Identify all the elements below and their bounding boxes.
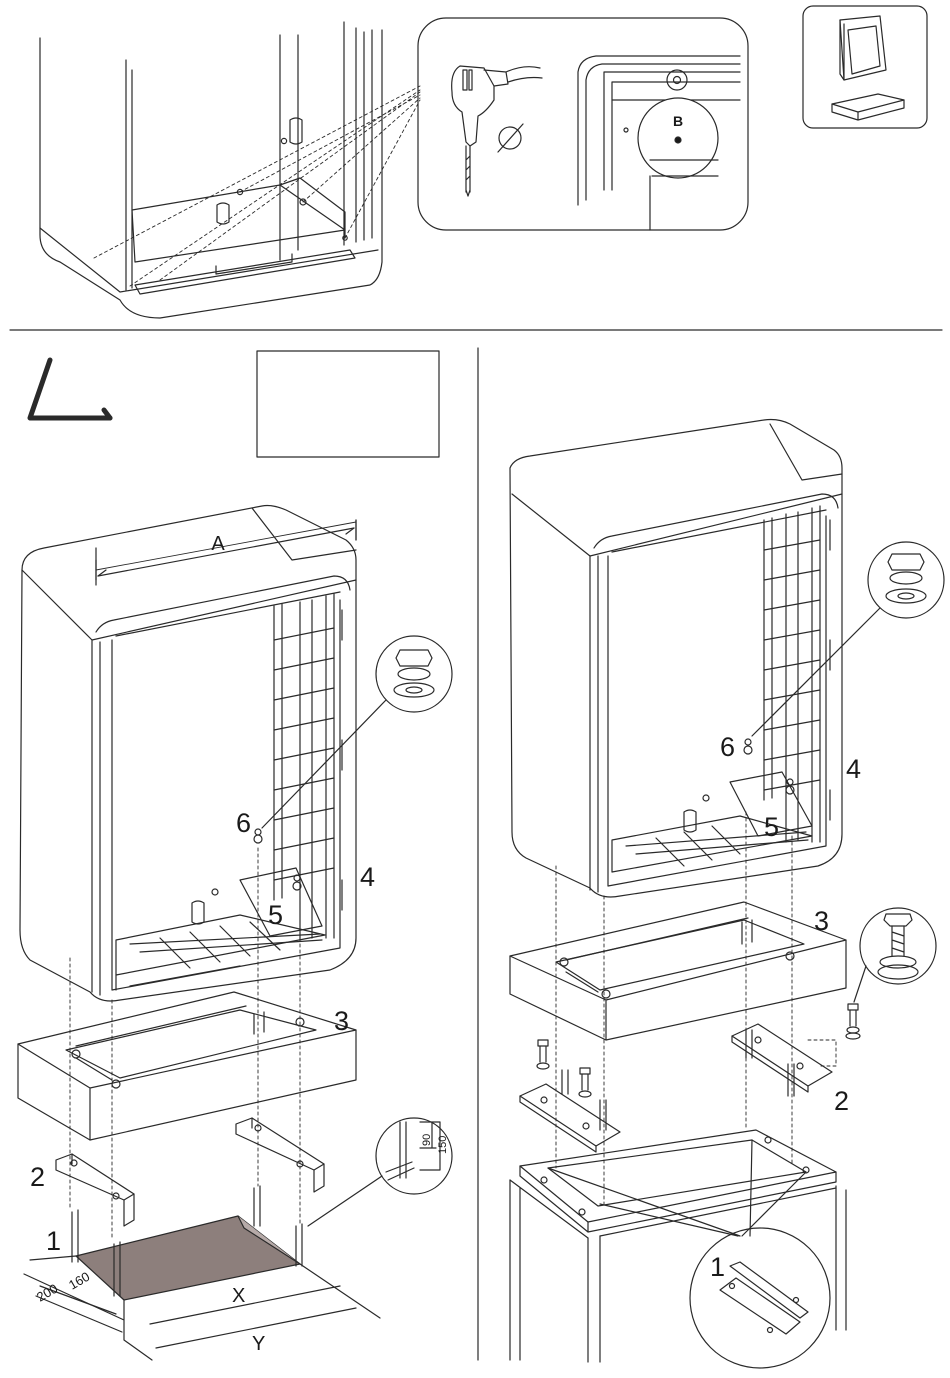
left-label-6: 6 xyxy=(236,808,251,838)
left-label-3: 3 xyxy=(334,1006,349,1036)
left-label-5: 5 xyxy=(268,900,283,930)
dim-160: 160 xyxy=(66,1269,92,1293)
hole-marker xyxy=(675,137,681,143)
right-label-2: 2 xyxy=(834,1086,849,1116)
left-label-1: 1 xyxy=(46,1226,61,1256)
bracket-callout-box xyxy=(803,6,927,128)
right-panel-diagram xyxy=(510,420,944,1369)
angle-mark-icon xyxy=(30,360,110,418)
dim-x: X xyxy=(232,1285,245,1307)
left-label-2: 2 xyxy=(30,1162,45,1192)
right-label-3: 3 xyxy=(814,906,829,936)
callout-marker-b: B xyxy=(673,113,683,129)
empty-note-box xyxy=(257,351,439,457)
right-label-4: 4 xyxy=(846,754,861,784)
right-label-1: 1 xyxy=(710,1252,725,1282)
dim-150: 150 xyxy=(437,1136,449,1154)
width-label-a: A xyxy=(211,533,225,555)
dim-200: 200 xyxy=(34,1281,60,1305)
dim-y: Y xyxy=(252,1333,265,1355)
right-label-6: 6 xyxy=(720,732,735,762)
top-cabinet-detail xyxy=(40,22,420,318)
left-label-4: 4 xyxy=(360,862,375,892)
drill-callout-box xyxy=(418,18,748,230)
dim-90: 90 xyxy=(421,1134,433,1146)
left-panel-diagram xyxy=(18,351,452,1360)
right-label-5: 5 xyxy=(764,812,779,842)
